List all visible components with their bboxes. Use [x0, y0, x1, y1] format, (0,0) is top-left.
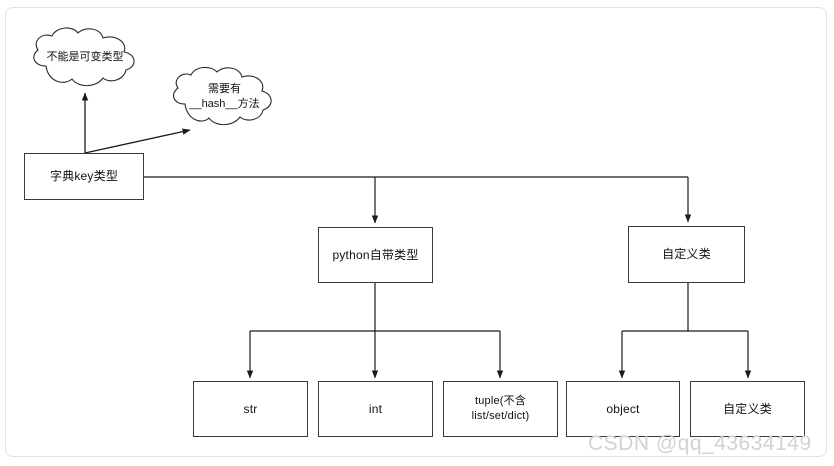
node-str[interactable]: str [193, 381, 308, 437]
node-tuple[interactable]: tuple(不含 list/set/dict) [443, 381, 558, 437]
node-dict-key-type[interactable]: 字典key类型 [24, 153, 144, 200]
node-python-builtin[interactable]: python自带类型 [318, 227, 433, 283]
node-int[interactable]: int [318, 381, 433, 437]
node-object[interactable]: object [566, 381, 680, 437]
csdn-watermark: CSDN @qq_43634149 [588, 432, 812, 455]
node-custom-class[interactable]: 自定义类 [628, 226, 745, 283]
node-custom[interactable]: 自定义类 [690, 381, 805, 437]
